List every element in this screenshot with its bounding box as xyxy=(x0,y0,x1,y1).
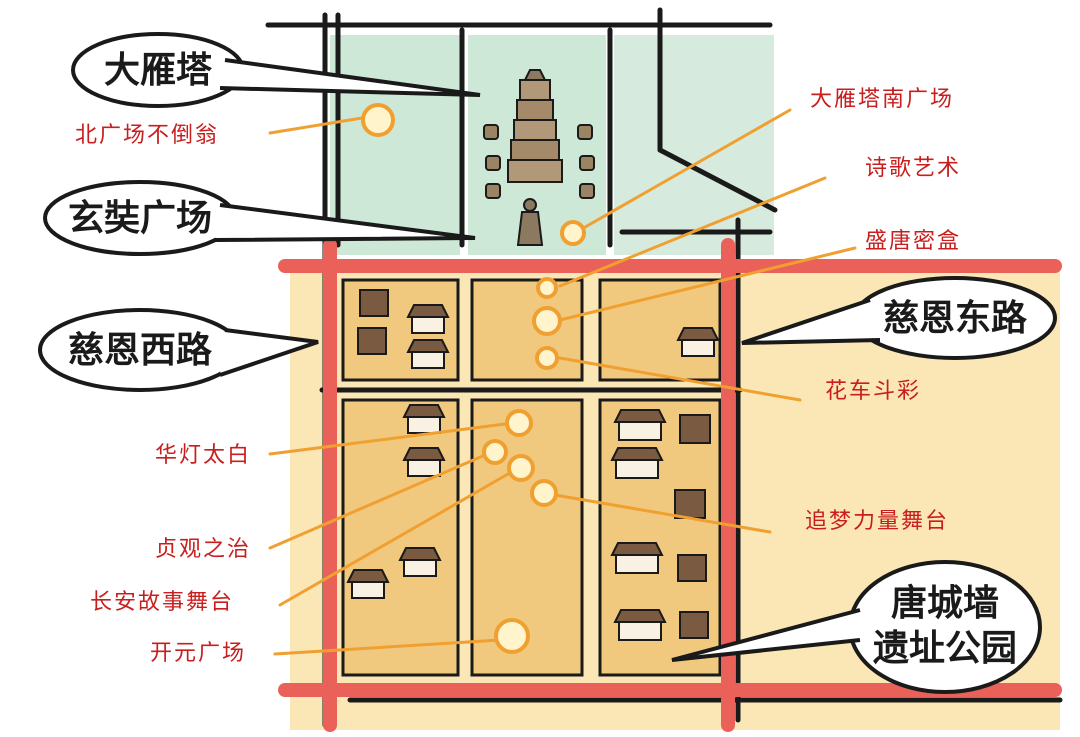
label-huadeng-taibai: 华灯太白 xyxy=(155,443,251,468)
leader-lines xyxy=(268,108,857,656)
marker-zhenguan-zhizhi xyxy=(482,439,508,465)
marker-huadeng-taibai xyxy=(505,409,533,437)
marker-shengtang-mihe xyxy=(532,306,562,336)
bubble-tangchengqiang-text2: 遗址公园 xyxy=(873,628,1017,669)
bubble-tangchengqiang-text1: 唐城墙 xyxy=(891,582,999,624)
label-shige-yishu: 诗歌艺术 xyxy=(865,156,961,181)
bubble-ciensilu-west-text: 慈恩西路 xyxy=(68,330,213,371)
marker-zhuimeng xyxy=(530,479,558,507)
label-changan-gushi: 长安故事舞台 xyxy=(90,590,234,615)
bubble-ciensilu-east: 慈恩东路 xyxy=(741,276,1057,360)
bubble-tangchengqiang: 唐城墙 遗址公园 xyxy=(671,560,1042,694)
marker-bei-guangchang xyxy=(361,103,395,137)
house-icon xyxy=(346,304,720,641)
plaza-stones xyxy=(483,124,595,199)
label-bei-guangchang: 北广场不倒翁 xyxy=(75,123,219,148)
label-dayanta-nan: 大雁塔南广场 xyxy=(810,87,954,112)
bubble-xuanzang-text: 玄奘广场 xyxy=(68,198,212,239)
label-kaiyuan: 开元广场 xyxy=(150,641,246,666)
location-markers[interactable] xyxy=(361,103,586,654)
label-zhenguan-zhizhi: 贞观之治 xyxy=(155,537,251,562)
label-huache-doucai: 花车斗彩 xyxy=(825,379,921,404)
bubble-xuanzang: 玄奘广场 xyxy=(43,180,476,256)
bubble-ciensilu-west: 慈恩西路 xyxy=(38,308,319,392)
marker-huache-doucai xyxy=(535,346,559,370)
bubble-dayanta-text: 大雁塔 xyxy=(104,50,213,91)
marker-shige-yishu xyxy=(536,277,558,299)
bubble-dayanta: 大雁塔 xyxy=(71,32,481,108)
crate-icon xyxy=(357,289,711,639)
label-shengtang-mihe: 盛唐密盒 xyxy=(865,229,961,254)
label-zhuimeng: 追梦力量舞台 xyxy=(805,509,949,534)
pagoda-icon xyxy=(507,69,563,183)
statue-icon xyxy=(516,198,544,246)
marker-changan-gushi xyxy=(507,454,535,482)
bubble-ciensilu-east-text: 慈恩东路 xyxy=(883,298,1028,339)
marker-dayanta-nan xyxy=(560,220,586,246)
marker-kaiyuan xyxy=(494,618,530,654)
